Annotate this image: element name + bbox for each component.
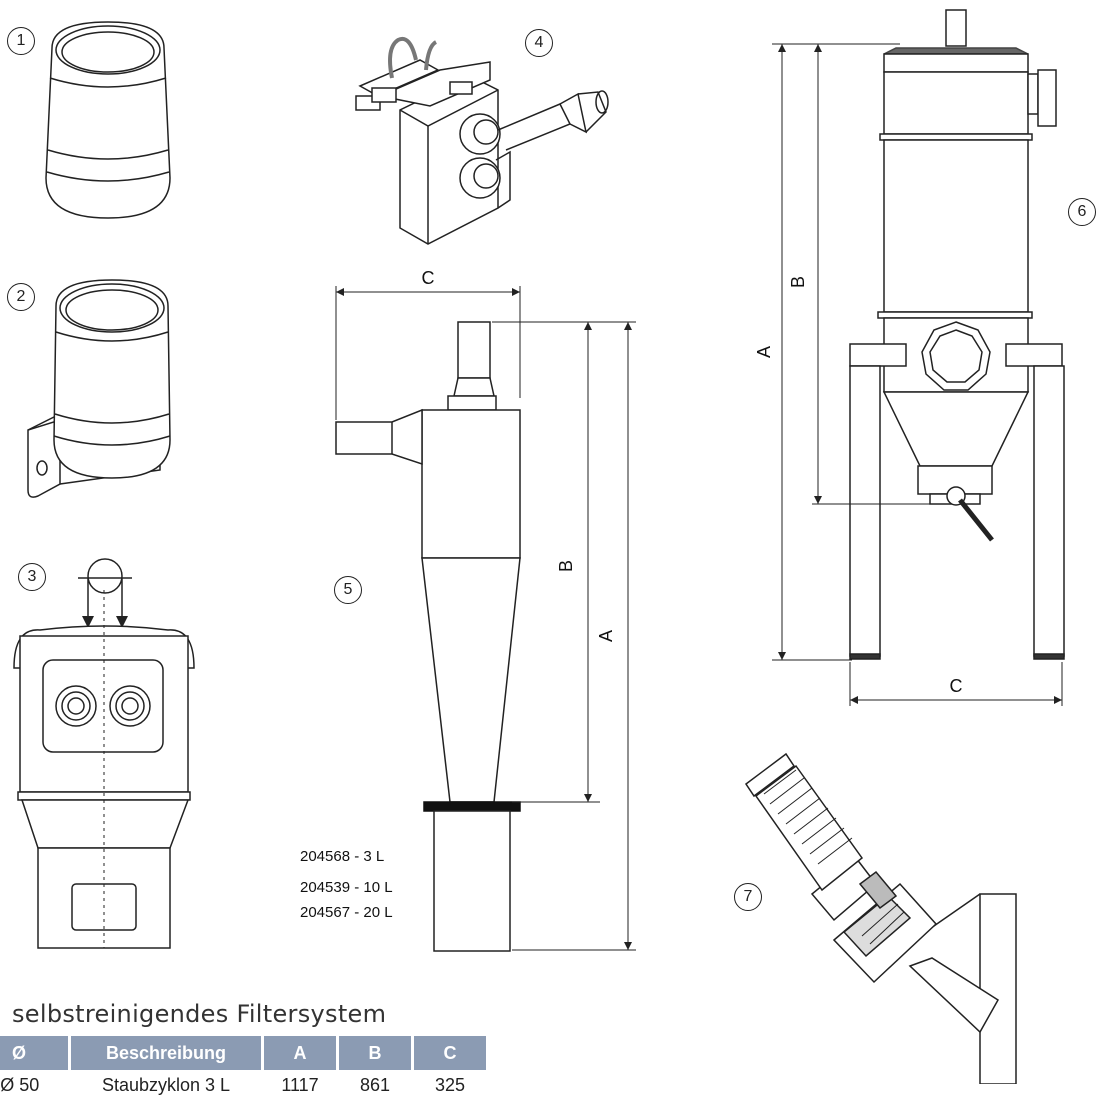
header-b: B — [337, 1036, 414, 1070]
cell-diameter: Ø 50 — [0, 1074, 40, 1095]
cyclone-dimensions — [335, 286, 636, 951]
table-header-row: Ø Beschreibung A B C — [0, 1036, 489, 1070]
filter-width-label: C — [950, 676, 963, 696]
filter-height-b-label: B — [788, 276, 808, 288]
header-diameter: Ø — [0, 1036, 71, 1070]
filter-housing-drawing-3 — [13, 558, 195, 949]
canister-drawing-2 — [27, 279, 171, 498]
filter-height-a-label: A — [754, 346, 774, 358]
figure-number-1: 1 — [7, 27, 35, 55]
figure-number-6: 6 — [1068, 198, 1096, 226]
figure-number-4: 4 — [525, 29, 553, 57]
figure-number-7: 7 — [734, 883, 762, 911]
container-code-3l: 204568 - 3 L — [300, 848, 385, 865]
section-title: selbstreinigendes Filtersystem — [12, 1000, 387, 1028]
cell-c: 325 — [434, 1074, 466, 1095]
valve-drawing-7 — [744, 752, 1017, 1084]
figure-number-5: 5 — [334, 576, 362, 604]
filter-system-drawing-6 — [849, 9, 1065, 660]
container-code-10l: 204539 - 10 L — [300, 879, 393, 896]
table-row: Ø 50 Staubzyklon 3 L 1117 861 325 — [0, 1070, 488, 1100]
header-description: Beschreibung — [69, 1036, 264, 1070]
container-code-20l: 204567 - 20 L — [300, 904, 393, 921]
canister-drawing-1 — [45, 21, 171, 219]
header-c: C — [412, 1036, 489, 1070]
header-a: A — [262, 1036, 339, 1070]
figure-number-3: 3 — [18, 563, 46, 591]
cyclone-height-b-label: B — [556, 560, 576, 572]
filter-system-dimensions — [772, 43, 1063, 706]
motor-unit-drawing-4 — [355, 37, 609, 245]
cell-a: 1117 — [281, 1074, 319, 1095]
spec-table: Ø Beschreibung A B C Ø 50 Staubzyklon 3 … — [0, 1036, 489, 1100]
cell-description: Staubzyklon 3 L — [101, 1074, 231, 1095]
cyclone-height-a-label: A — [596, 630, 616, 642]
cell-b: 861 — [359, 1074, 391, 1095]
cyclone-width-label: C — [422, 268, 435, 288]
cyclone-drawing-5 — [335, 321, 521, 952]
figure-number-2: 2 — [7, 283, 35, 311]
